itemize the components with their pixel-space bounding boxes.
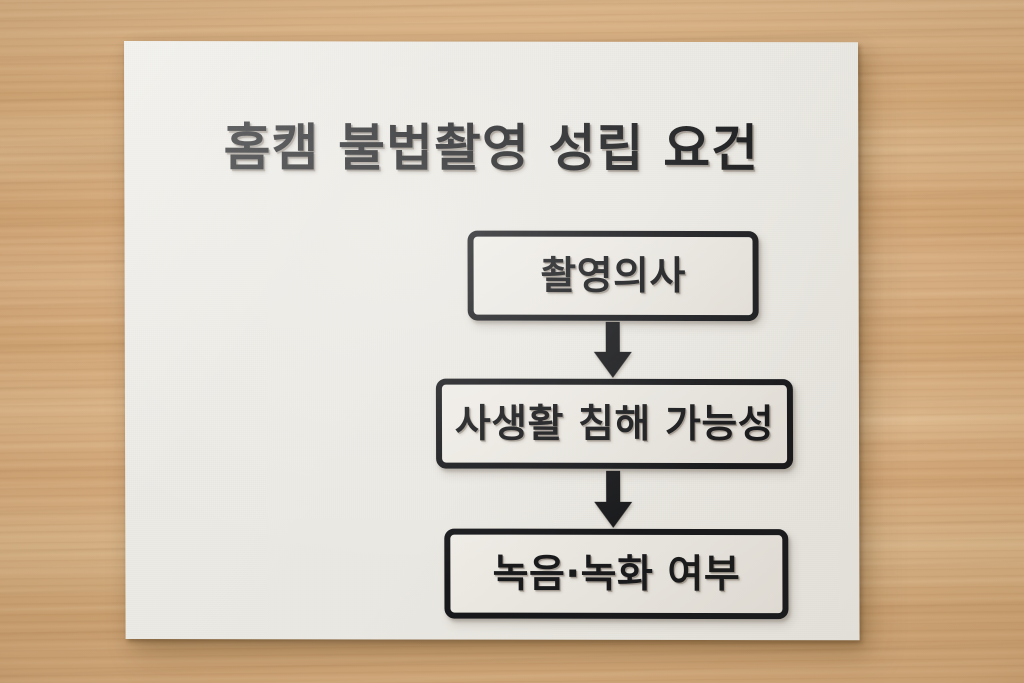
flow-arrow-down-icon-1 bbox=[591, 321, 635, 378]
flowchart-node-2-label: 사생활 침해 가능성 bbox=[454, 401, 775, 447]
flowchart-node-1: 촬영의사 bbox=[467, 230, 759, 322]
poster-content: 홈캠 불법촬영 성립 요건 촬영의사 사생활 침해 가능성 녹음·녹화 여부 bbox=[124, 41, 860, 640]
flow-arrow-down-icon-2 bbox=[591, 470, 635, 528]
paper-sheet: 홈캠 불법촬영 성립 요건 촬영의사 사생활 침해 가능성 녹음·녹화 여부 bbox=[124, 41, 860, 641]
flowchart-node-2: 사생활 침해 가능성 bbox=[435, 378, 794, 470]
flowchart-node-3: 녹음·녹화 여부 bbox=[444, 528, 789, 620]
flowchart-node-1-label: 촬영의사 bbox=[540, 253, 686, 299]
flowchart-node-3-label: 녹음·녹화 여부 bbox=[492, 551, 741, 597]
page-title: 홈캠 불법촬영 성립 요건 bbox=[223, 119, 760, 180]
